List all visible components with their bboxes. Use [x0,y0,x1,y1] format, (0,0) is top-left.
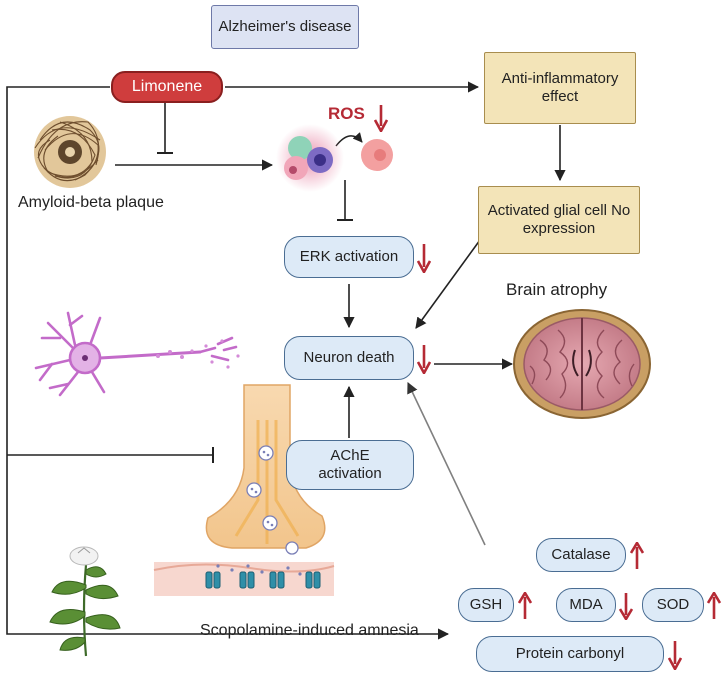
node-catalase: Catalase [536,538,626,572]
neuron-death-label: Neuron death [303,349,395,366]
node-limonene: Limonene [111,71,223,103]
ros-down-arrow [374,105,388,132]
brain-atrophy-illustration [513,309,651,419]
brain-atrophy-label: Brain atrophy [506,280,607,300]
erk-label: ERK activation [299,248,399,265]
synapse-illustration [153,384,335,596]
limonene-left-spine [6,86,450,640]
mda-down-arrow [619,593,633,620]
ros-cells-illustration [276,124,393,192]
protein-carbonyl-down-arrow [668,641,682,670]
ros-text: ROS [328,104,365,123]
arrow-markers-to-neuron [407,381,486,546]
plant-illustration [49,546,121,657]
node-anti-inflammatory: Anti-inflammatory effect [484,52,636,124]
anti-inflammatory-label: Anti-inflammatory effect [501,70,619,105]
brain-atrophy-text: Brain atrophy [506,280,608,299]
connectors [6,81,566,640]
node-erk: ERK activation [284,236,414,278]
mda-label: MDA [569,596,603,613]
sod-label: SOD [656,596,690,613]
neuron-death-down-arrow [417,345,431,374]
gsh-up-arrow [518,592,532,619]
arrow-glial-to-neuron [415,239,481,329]
node-ache: AChE activation [286,440,414,490]
title-text: Alzheimer's disease [218,18,352,35]
gsh-label: GSH [469,596,503,613]
neuron-illustration [34,311,240,397]
amyloid-plaque-illustration [34,116,106,188]
catalase-label: Catalase [551,546,611,563]
node-protein-carbonyl: Protein carbonyl [476,636,664,672]
scopolamine-text: Scopolamine-induced amnesia [200,622,419,639]
limonene-label: Limonene [131,78,203,95]
erk-down-arrow [417,244,431,273]
node-mda: MDA [556,588,616,622]
title-alzheimers: Alzheimer's disease [211,5,359,49]
activated-glial-label: Activated glial cell No expression [487,202,631,237]
node-activated-glial: Activated glial cell No expression [478,186,640,254]
ros-label: ROS [328,104,365,124]
sod-up-arrow [707,592,721,619]
scopolamine-label: Scopolamine-induced amnesia [200,622,419,640]
node-sod: SOD [642,588,704,622]
amyloid-label: Amyloid-beta plaque [18,194,164,212]
catalase-up-arrow [630,542,644,569]
node-neuron-death: Neuron death [284,336,414,380]
ache-label: AChE activation [318,447,382,482]
protein-carbonyl-label: Protein carbonyl [515,645,625,662]
node-gsh: GSH [458,588,514,622]
amyloid-text: Amyloid-beta plaque [18,194,164,211]
